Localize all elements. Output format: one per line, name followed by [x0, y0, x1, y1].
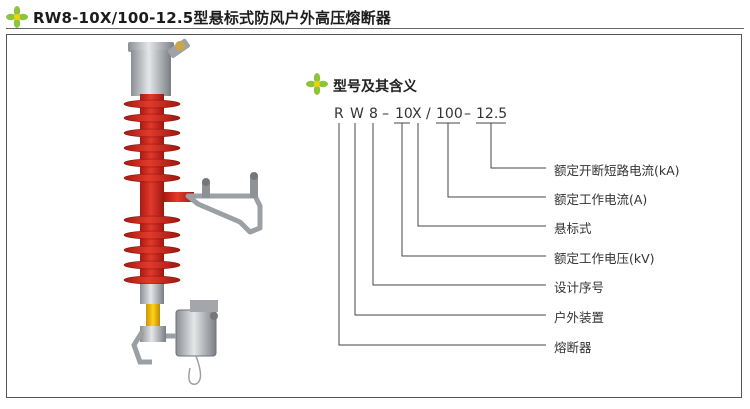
code-char: R — [334, 106, 344, 122]
meaning-label: 额定工作电压(kV) — [554, 251, 655, 266]
page-header: RW8-10X/100-12.5型悬标式防风户外高压熔断器 — [0, 0, 750, 30]
content-frame — [6, 34, 742, 398]
code-char: 8 — [369, 106, 378, 122]
meaning-label: 设计序号 — [554, 280, 605, 295]
bottom-contact-assembly — [131, 300, 218, 385]
code-char: 100 — [436, 106, 463, 122]
fuse-product-image — [123, 38, 263, 385]
meaning-label: 户外装置 — [554, 310, 605, 325]
code-char: / — [426, 106, 431, 122]
leader-lines — [338, 122, 546, 346]
meaning-label: 额定开断短路电流(kA) — [554, 163, 680, 178]
code-char: W — [350, 106, 364, 122]
meaning-label: 悬标式 — [554, 221, 592, 236]
model-code: R W 8 – 10 X / 100 – 12.5 — [334, 106, 507, 122]
flower-logo-icon — [6, 6, 28, 28]
section-title: 型号及其含义 — [333, 79, 417, 95]
code-char: X — [412, 106, 422, 122]
header-divider — [6, 28, 744, 29]
code-char: 10 — [395, 106, 413, 122]
code-char: 12.5 — [476, 106, 507, 122]
flower-logo-icon — [306, 73, 328, 95]
code-char: – — [382, 106, 389, 122]
mounting-bracket — [164, 172, 263, 235]
meaning-label: 额定工作电流(A) — [554, 192, 648, 207]
top-terminal-bolt — [167, 38, 190, 59]
page-title: RW8-10X/100-12.5型悬标式防风户外高压熔断器 — [33, 9, 392, 27]
code-char: – — [464, 106, 471, 122]
meaning-label: 熔断器 — [554, 340, 592, 355]
